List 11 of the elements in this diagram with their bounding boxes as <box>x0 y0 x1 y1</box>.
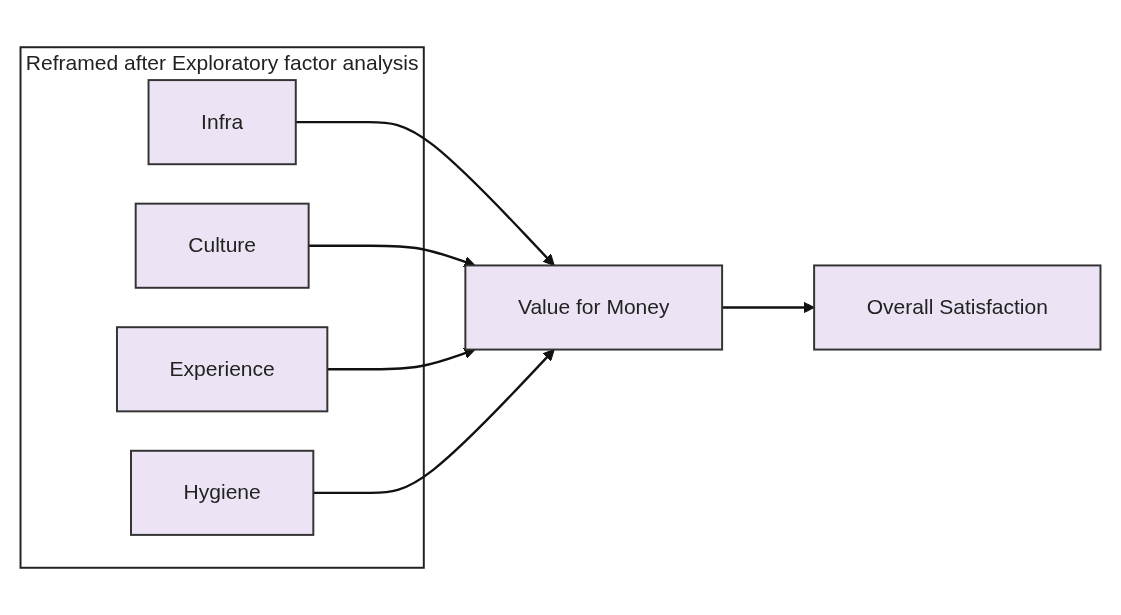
arrow <box>295 120 555 266</box>
node-box: Infra <box>147 79 297 166</box>
node-box: Value for Money <box>464 264 724 351</box>
arrow <box>308 244 476 268</box>
node-box: Experience <box>116 326 329 413</box>
node-box: Hygiene <box>130 449 315 536</box>
arrow <box>327 347 476 371</box>
node-box: Overall Satisfaction <box>813 264 1102 351</box>
node-box: Culture <box>134 202 310 289</box>
arrow <box>722 301 815 314</box>
arrow <box>313 349 555 495</box>
